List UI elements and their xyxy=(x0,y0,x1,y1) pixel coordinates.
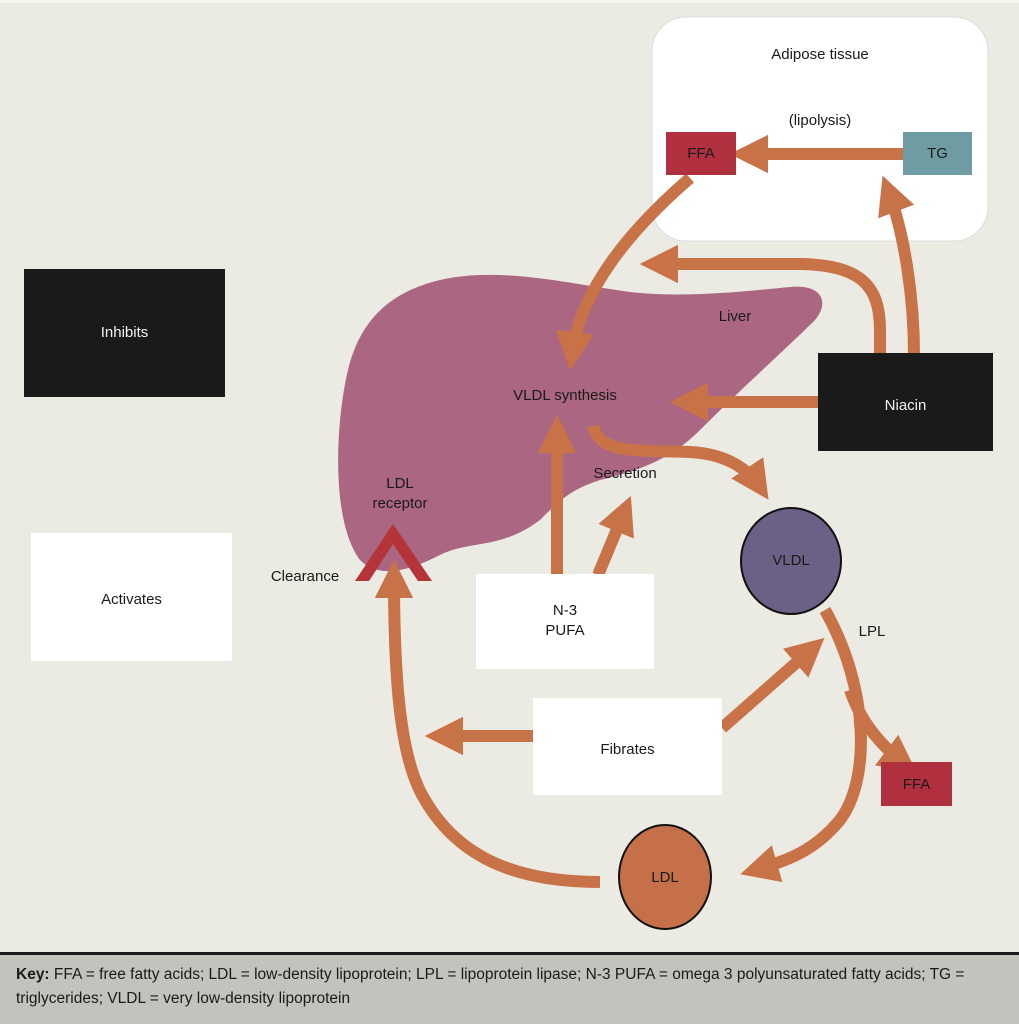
arrow-n3-to-secretion xyxy=(592,495,634,578)
ldl-receptor-label-line2: receptor xyxy=(372,495,428,512)
key-definitions: FFA = free fatty acids; LDL = low-densit… xyxy=(16,966,965,1007)
niacin-box xyxy=(818,353,993,451)
n3-pufa-label: N-3 PUFA xyxy=(476,601,654,641)
ldl-label: LDL xyxy=(651,869,679,886)
arrow-vldl-to-ldl xyxy=(740,607,867,883)
n3-pufa-box xyxy=(476,574,654,669)
lipolysis-label: (lipolysis) xyxy=(788,112,852,129)
arrow-ffa-to-vldl-synthesis xyxy=(555,173,694,371)
inhibits-label: Inhibits xyxy=(100,324,149,341)
activates-label: Activates xyxy=(101,591,162,608)
ldl-receptor-label: LDL receptor xyxy=(355,474,445,514)
n3-pufa-label-line2: PUFA xyxy=(545,622,585,639)
adipose-tissue-title: Adipose tissue xyxy=(771,46,869,63)
vldl-label: VLDL xyxy=(772,552,810,569)
key-footer: Key: FFA = free fatty acids; LDL = low-d… xyxy=(0,952,1019,1024)
key-text: Key: FFA = free fatty acids; LDL = low-d… xyxy=(16,963,1006,1011)
adipose-tg-label: TG xyxy=(927,145,948,162)
liver-label: Liver xyxy=(718,308,752,325)
adipose-ffa-box xyxy=(666,132,736,175)
inhibits-legend-box xyxy=(24,269,225,397)
arrow-lpl-to-ffa xyxy=(844,687,918,774)
arrow-ldl-to-receptor xyxy=(374,559,601,888)
lpl-label: LPL xyxy=(858,623,886,640)
n3-pufa-label-line1: N-3 xyxy=(552,602,578,619)
vldl-particle xyxy=(740,507,842,615)
top-strip xyxy=(0,0,1019,3)
secretion-label: Secretion xyxy=(593,465,657,482)
vldl-synthesis-label: VLDL synthesis xyxy=(513,387,617,404)
arrow-niacin-to-adipose xyxy=(878,175,920,355)
fibrates-label: Fibrates xyxy=(600,741,655,758)
arrow-secretion-to-vldl xyxy=(587,423,769,500)
liver-shape xyxy=(338,274,823,572)
arrow-niacin-to-liver-top xyxy=(639,244,886,354)
clearance-label: Clearance xyxy=(270,568,340,585)
ldl-particle xyxy=(618,824,712,930)
niacin-label: Niacin xyxy=(884,397,927,414)
adipose-ffa-label: FFA xyxy=(687,145,715,162)
activates-legend-box xyxy=(31,533,232,661)
diagram-canvas xyxy=(24,16,993,930)
lpl-ffa-box xyxy=(881,762,952,806)
fibrates-box xyxy=(533,698,722,795)
lpl-ffa-label: FFA xyxy=(902,776,931,793)
arrow-fibrates-to-lpl xyxy=(718,637,825,733)
adipose-tg-box xyxy=(903,132,972,175)
ldl-receptor-label-line1: LDL xyxy=(386,475,414,492)
key-prefix: Key: xyxy=(16,966,50,983)
